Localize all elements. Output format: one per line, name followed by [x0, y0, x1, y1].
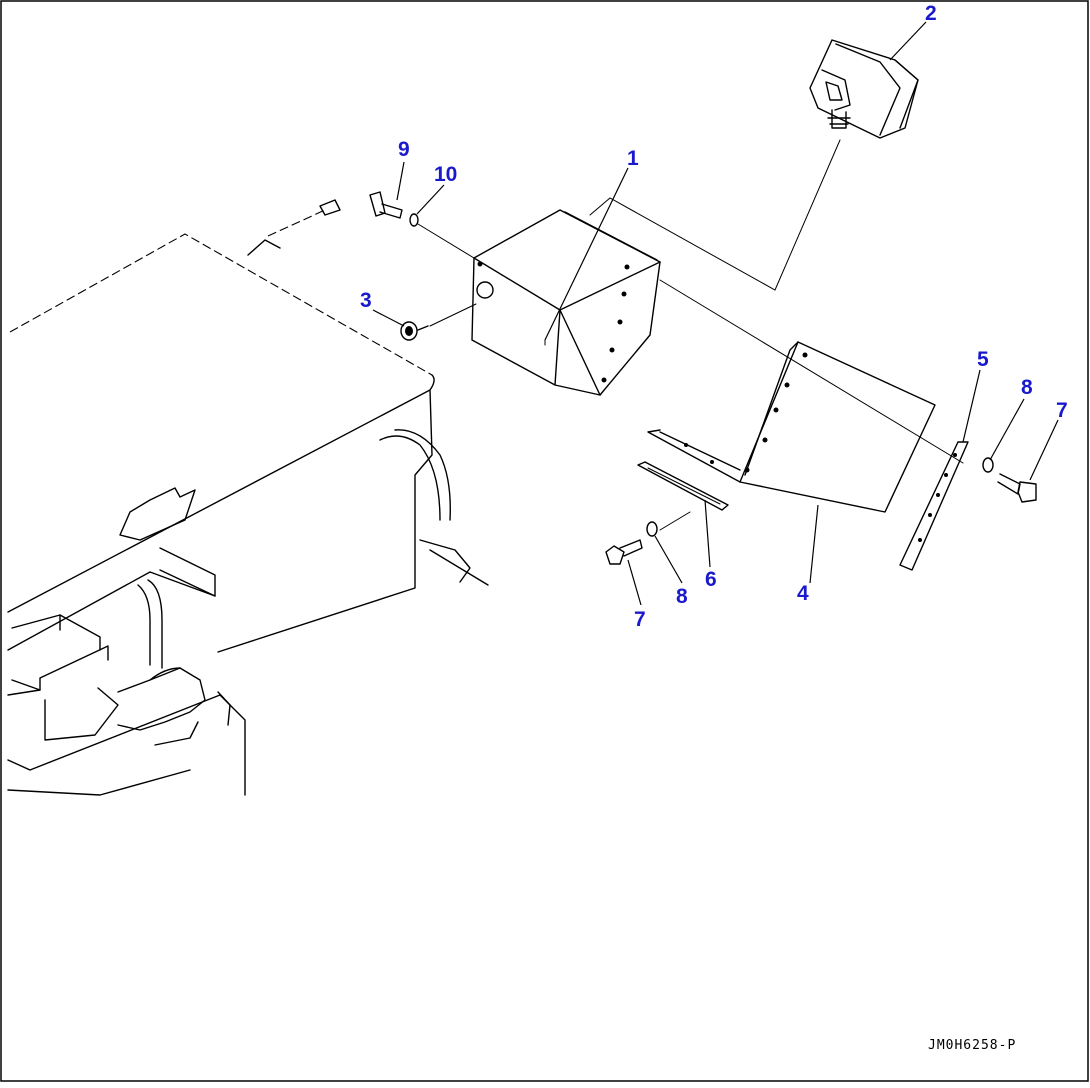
callout-3: 3 — [360, 289, 372, 312]
callout-8-lower: 8 — [676, 585, 688, 608]
part-5-strap — [899, 441, 969, 571]
part-10-washer — [409, 213, 419, 227]
callout-2: 2 — [925, 2, 937, 25]
callout-6: 6 — [705, 568, 717, 591]
reference-code: JM0H6258-P — [928, 1038, 1016, 1053]
callouts: 1 2 3 4 5 6 7 7 8 8 9 10 — [360, 2, 1068, 631]
callout-1: 1 — [627, 147, 639, 170]
part-1-box-cover — [471, 209, 661, 396]
callout-9: 9 — [398, 138, 410, 161]
part-6-plate — [637, 461, 729, 511]
part-9-bolt — [369, 191, 403, 219]
part-4-bracket — [647, 341, 936, 513]
part-8-washer-right — [982, 457, 994, 473]
callout-8-right: 8 — [1021, 376, 1033, 399]
vehicle-body — [7, 199, 489, 796]
part-7-bolt-lower — [605, 539, 643, 565]
callout-5: 5 — [977, 348, 989, 371]
callout-10: 10 — [434, 163, 457, 186]
callout-7-right: 7 — [1056, 399, 1068, 422]
part-3-grommet — [400, 321, 429, 341]
part-2-work-lamp — [809, 39, 919, 139]
part-8-washer-lower — [646, 521, 658, 537]
callout-4: 4 — [797, 582, 809, 605]
part-7-bolt-right — [997, 473, 1037, 503]
assembly-lines — [417, 139, 964, 531]
leader-lines — [372, 21, 1059, 606]
callout-7-lower: 7 — [634, 608, 646, 631]
